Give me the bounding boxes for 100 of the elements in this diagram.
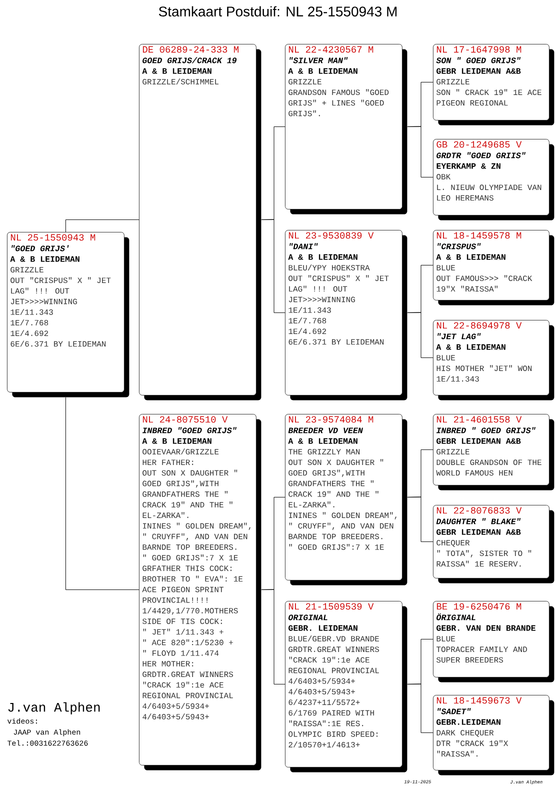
note-text: OUT FAMOUS>>> "CRACK 19"X "RAISSA": [436, 275, 532, 292]
connector-line: [261, 589, 286, 684]
breeder-name: EYERKAMP & ZN: [436, 163, 500, 169]
note-text: GRIZZLE: [436, 79, 470, 84]
pedigree-card: [433, 230, 554, 306]
pedigree-card: [433, 695, 554, 776]
connector-line: [407, 684, 434, 733]
ring-number: DE 06289-24-333 M: [142, 46, 238, 53]
pedigree-card: [433, 320, 554, 400]
note-text: 1E/4.692: [288, 328, 326, 334]
note-text: 4/6403+5/5943+: [288, 688, 355, 694]
note-text: OUT "CRISPUS" X " JET LAG" !!! OUT JET>>>>WINNING: [288, 275, 389, 302]
note-text: " FLOYD 1/11.474: [143, 650, 219, 656]
ring-number: NL 21-1509539 V: [288, 603, 374, 610]
breeder-name: A & B LEIDEMAN: [288, 254, 358, 260]
ring-number: NL 17-1647998 M: [436, 46, 522, 53]
ring-number: NL 22-4230567 M: [288, 46, 374, 53]
note-text: 1E/7.768: [288, 318, 326, 324]
breeder-name: A & B LEIDEMAN: [142, 438, 212, 444]
note-text: 4/6403+5/5934+: [142, 702, 209, 709]
note-text: GRIZZLE/SCHIMMEL: [142, 78, 218, 84]
pigeon-name: ÖRIGINAL: [436, 613, 476, 620]
pigeon-name: BREEDER VD VEEN: [288, 428, 363, 434]
note-text: 6/4237+11/5572+: [288, 699, 360, 706]
ring-number: NL 24-8075510 V: [142, 416, 228, 423]
note-text: 1E/7.768: [10, 320, 48, 326]
breeder-name: A & B LEIDEMAN: [436, 254, 506, 260]
note-text: L. NIEUW OLYMPIADE VAN LEO HEREMANS: [437, 184, 542, 201]
connector-line: [65, 397, 140, 590]
note-text: BLUE: [436, 265, 455, 270]
breeder-name: GEBR LEIDEMAN A&B: [436, 529, 521, 535]
pigeon-name: "GOED GRIJS': [12, 245, 69, 252]
note-text: DTR "CRACK 19"X "RAISSA".: [436, 740, 508, 757]
note-text: CHEQUER: [436, 540, 470, 547]
pigeon-name: "JET LAG": [438, 333, 481, 340]
ring-number: NL 23-9530839 V: [288, 232, 374, 239]
pedigree-card: [7, 232, 130, 398]
ring-number: NL 25-1550943 M: [10, 234, 96, 241]
note-text: BLUE/GEBR.VD BRANDE: [288, 636, 379, 642]
note-text: TOPRACER FAMILY AND SUPER BREEDERS: [436, 646, 527, 663]
note-text: 4/6403+5/5943+: [142, 714, 209, 720]
note-text: HER MOTHER:: [142, 661, 194, 666]
pigeon-name: "SADET": [438, 708, 471, 714]
note-text: BLUE: [436, 636, 455, 642]
ring-number: BE 19-6250476 M: [436, 603, 522, 610]
note-text: OOIEVAAR/GRIZZLE: [142, 448, 219, 454]
pedigree-card: [285, 601, 408, 772]
connector-line: [407, 496, 434, 542]
pigeon-name: GRDTR "GOED GRIIS": [436, 152, 526, 158]
signature-name: J.van Alphen: [8, 702, 100, 714]
pedigree-card: [433, 414, 554, 490]
connector-line: [407, 126, 434, 178]
note-text: ININES " GOLDEN DREAM", " CRUYFF", AND VAN DEN BARNDE TOP BREEDERS.: [142, 522, 250, 550]
note-text: " JET" 1/11.343 +: [143, 628, 224, 635]
note-text: " TOTA", SISTER TO " RAISSA" 1E RESERV.: [436, 550, 532, 567]
note-text: GRDTR.GREAT WINNERS "CRACK 19":1e ACE REGIONAL PROVINCIAL: [288, 646, 379, 674]
page-title: Stamkaart Postduif: NL 25-1550943 M: [158, 6, 397, 16]
note-text: 1E/11.343: [10, 308, 53, 315]
breeder-name: GEBR LEIDEMAN A&B: [436, 68, 521, 74]
ring-number: GB 20-1249685 V: [436, 141, 522, 148]
note-text: GRFATHER THIS COCK: BROTHER TO " EVA": 1E ACE PIGEON SPRINT PROVINCIAL!!!! 1/4429,1/770.MOTHERS SIDE OF TIS COCK:: [142, 566, 243, 624]
breeder-name: A & B LEIDEMAN: [10, 256, 80, 262]
pedigree-card: [285, 230, 408, 400]
breeder-name: GEBR. LEIDEMAN: [288, 625, 358, 631]
note-text: GRIZZLE: [436, 449, 470, 454]
note-text: THE GRIZZLY MAN: [288, 449, 360, 454]
ring-number: NL 21-4601558 V: [436, 416, 522, 423]
ring-number: NL 22-8076833 V: [436, 507, 522, 514]
pigeon-name: DAUGHTER " BLAKE": [436, 518, 521, 524]
pedigree-card: [433, 601, 554, 682]
breeder-name: A & B LEIDEMAN: [436, 344, 506, 350]
note-text: 1E/4.692: [10, 330, 48, 336]
note-text: GRANDSON FAMOUS "GOED GRIJS" + LINES "GOED GRIJS".: [288, 89, 389, 116]
pedigree-card: [433, 44, 554, 126]
ring-number: NL 22-8694978 V: [436, 322, 522, 329]
breeder-name: GEBR.LEIDEMAN: [436, 719, 500, 725]
breeder-name: A & B LEIDEMAN: [288, 68, 358, 74]
pigeon-name: "DANI": [290, 243, 318, 250]
pigeon-name: "SILVER MAN": [290, 57, 348, 64]
connector-line: [65, 219, 140, 232]
pedigree-card: [433, 139, 554, 220]
note-text: OUT SON X DAUGHTER " GOED GRIJS",WITH GRANDFATHERS THE " CRACK 19" AND THE " EL-ZARKA".: [142, 470, 238, 518]
pigeon-name: ORIGINAL: [288, 614, 328, 620]
note-text: 6E/6.371 BY LEIDEMAN: [10, 340, 106, 347]
note-text: DOUBLE GRANDSON OF THE WORLD FAMOUS HEN: [436, 460, 542, 476]
note-text: OBK: [436, 174, 451, 180]
ring-number: NL 18-1459578 M: [436, 232, 522, 239]
note-text: GRIZZLE: [10, 267, 44, 272]
note-text: " GOED GRIJS":7 X 1E: [143, 554, 238, 560]
note-text: HIS MOTHER "JET" WON 1E/11.343: [436, 365, 532, 382]
note-text: 4/6403+5/5934+: [288, 678, 355, 684]
note-text: BLEU/YPY HOEKSTRA: [288, 264, 370, 270]
note-text: SON " CRACK 19" 1E ACE PIGEON REGIONAL: [436, 89, 542, 106]
note-text: DARK CHEQUER: [436, 730, 494, 737]
pigeon-name: INBRED " GOED GRIJS": [436, 427, 536, 434]
ring-number: NL 23-9574084 M: [288, 416, 374, 423]
breeder-name: GEBR. VAN DEN BRANDE: [436, 625, 536, 631]
connector-line: [261, 219, 286, 313]
pigeon-name: SON " GOED GRIJS": [436, 57, 521, 64]
note-text: OUT "CRISPUS" X " JET LAG" !!! OUT JET>>>>WINNING: [10, 277, 111, 304]
